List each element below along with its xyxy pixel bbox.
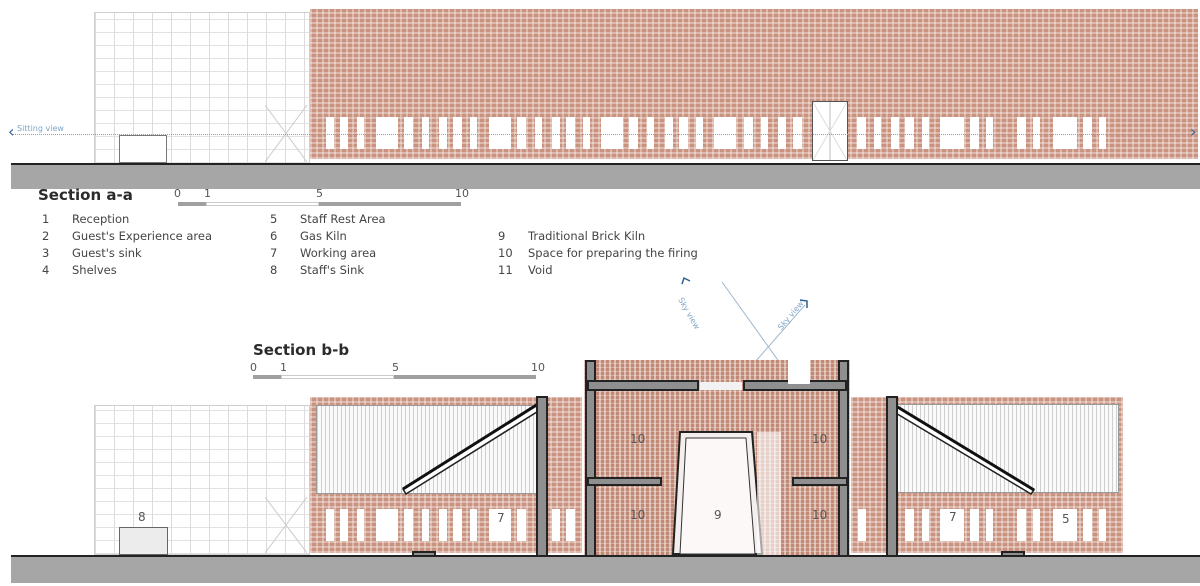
section-a-entrance-door xyxy=(812,101,848,161)
section-a-ground xyxy=(11,163,1200,189)
staff-sink-block xyxy=(119,527,168,555)
room-label-prep-upper-right: 10 xyxy=(812,432,828,446)
room-label-working-right: 7 xyxy=(949,510,957,524)
mid-floor-left-slab xyxy=(587,477,662,486)
section-b-ground xyxy=(11,555,1200,583)
room-label-kiln: 9 xyxy=(714,508,722,522)
room-label-staff-sink: 8 xyxy=(138,510,146,524)
sightline-left-arrow-icon: ‹ xyxy=(8,122,15,141)
right-column-wall xyxy=(886,396,898,560)
section-a-sitting-view-line xyxy=(12,134,1196,135)
room-label-prep-lower-right: 10 xyxy=(812,508,828,522)
sitting-view-label: Sitting view xyxy=(17,124,64,133)
sightline-right-arrow-icon: › xyxy=(1190,122,1197,141)
section-a-door-outline xyxy=(119,135,167,163)
tower-roof-left-slab xyxy=(587,380,699,391)
right-sloped-roof xyxy=(888,401,1036,495)
left-column-wall xyxy=(536,396,548,558)
section-b-title: Section b-b xyxy=(253,341,350,359)
room-label-prep-upper-left: 10 xyxy=(630,432,646,446)
upper-void xyxy=(788,360,810,384)
room-label-rest-area: 5 xyxy=(1062,512,1070,526)
room-label-working-left: 7 xyxy=(497,511,505,525)
left-sloped-roof xyxy=(401,397,549,495)
section-b-cross-brace xyxy=(265,497,307,553)
section-a-title: Section a-a xyxy=(38,186,133,204)
mid-floor-right-slab xyxy=(792,477,848,486)
room-label-prep-lower-left: 10 xyxy=(630,508,646,522)
roof-skylight-void xyxy=(700,382,742,390)
section-a-cross-brace xyxy=(265,105,307,162)
traditional-brick-kiln xyxy=(671,431,764,555)
sky-view-lines xyxy=(681,276,808,371)
kiln-right-shaft xyxy=(757,432,781,555)
